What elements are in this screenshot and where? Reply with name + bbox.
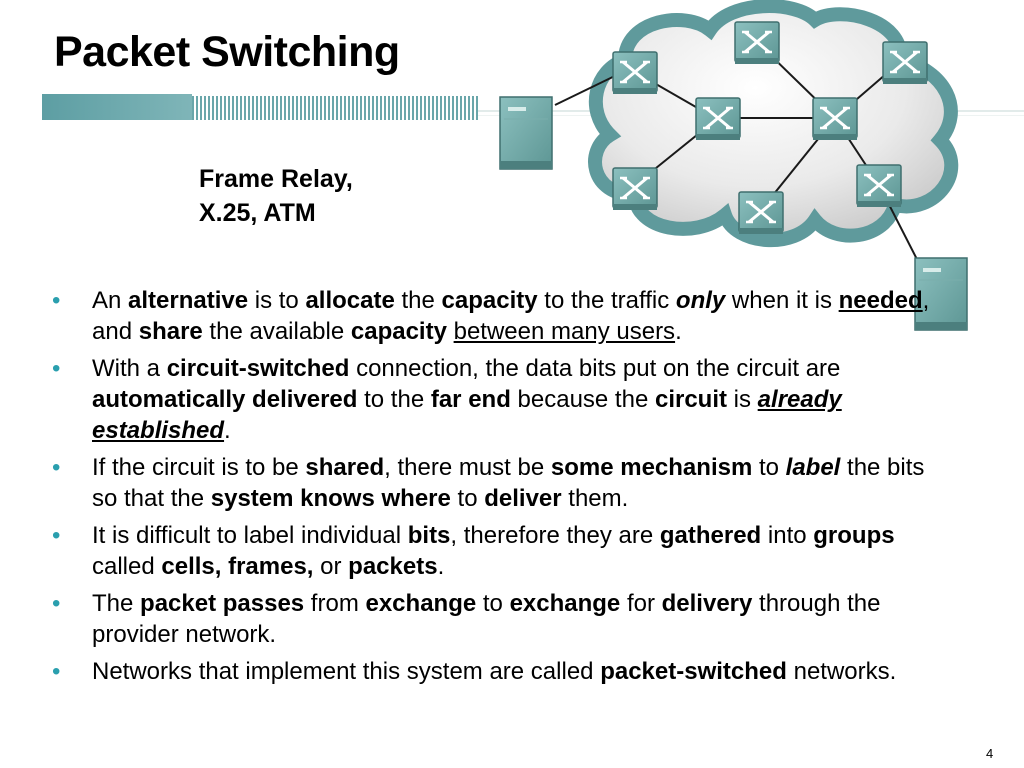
caption-line-1: Frame Relay, [199,165,353,193]
bullet-text-segment: Networks that implement this system are … [92,658,601,685]
bullet-item: • An alternative is to allocate the capac… [52,285,942,347]
bullet-text-segment: the available [202,318,351,345]
bullet-text-segment: It is difficult to label individual [92,522,408,549]
bullet-dot-icon: • [52,522,61,549]
bullet-item: • Networks that implement this system are… [52,656,942,687]
bullet-text-segment: If the circuit is to be [92,454,306,481]
bullet-text-segment: With a [92,355,167,382]
bullet-item: • With a circuit-switched connection, the… [52,353,942,446]
bullet-dot-icon: • [52,454,61,481]
bullet-text-segment [447,318,454,345]
bullet-text-segment: between many users [453,318,676,345]
bullet-text-segment: to [476,590,510,617]
bullet-text-segment: needed [838,287,923,314]
switch-icon [694,96,742,142]
packet-network-diagram [499,0,968,331]
bullet-text-segment: from [304,590,366,617]
bullet-text-segment: cells, frames, [161,553,314,580]
bullet-text-segment: some mechanism [550,454,753,481]
bullet-text-segment: for [620,590,662,617]
bullet-dot-icon: • [52,590,61,617]
bullet-text-segment: circuit-switched [166,355,350,382]
decorative-stripe-bar [42,94,478,120]
bullet-text-segment: label [785,454,841,481]
bullet-text-segment: is [727,386,758,413]
bullet-text-segment: groups [813,522,895,549]
bullet-text-segment: into [761,522,814,549]
slide-number: 4 [986,746,994,761]
bullet-text-segment: deliver [484,485,562,512]
bullet-text-segment: . [675,318,682,345]
bullet-text-segment: . [437,553,445,580]
bullet-text-segment: only [675,287,726,314]
bullet-text-segment: to [752,454,786,481]
bullet-text-segment: already established [92,386,842,444]
bullet-text-segment: when it is [725,287,839,314]
bullet-text-segment: . [224,417,231,444]
bullet-text-segment: networks. [786,658,897,685]
switch-icon [855,163,903,209]
bullet-text-segment: called [92,553,162,580]
bullet-text-segment: packets [348,553,438,580]
bullet-text-segment: the [394,287,442,314]
bullet-text-segment: the bits so that the [92,454,925,512]
bullet-text-segment: connection, the data bits put on the cir… [349,355,841,382]
bullet-list: • An alternative is to allocate the capac… [52,285,942,693]
bullet-text-segment: to the traffic [537,287,676,314]
bullet-text-segment: far end [430,386,511,413]
bullet-text-segment: system knows where [210,485,451,512]
bullet-text-segment: gathered [659,522,762,549]
bullet-text-segment: , there must be [384,454,551,481]
switch-icon [733,20,781,66]
bullet-text-segment: , and [92,287,930,345]
bullet-item: • The packet passes from exchange to exch… [52,588,942,650]
switch-icon [881,40,929,86]
bullet-text-segment: or [313,553,349,580]
bullet-text-segment: packet-switched [600,658,787,685]
bullet-text-segment: capacity [441,287,538,314]
bullet-text-segment: to the [357,386,431,413]
network-types-caption: Frame Relay, X.25, ATM [199,162,353,230]
bullet-text-segment: capacity [350,318,447,345]
switch-icon [611,50,659,96]
bullet-dot-icon: • [52,355,61,382]
bullet-text-segment: them. [561,485,629,512]
bullet-text-segment: circuit [654,386,727,413]
bullet-text-segment: exchange [509,590,621,617]
bullet-text-segment: An [92,287,129,314]
bullet-text-segment: delivery [661,590,753,617]
bullet-text-segment: share [138,318,203,345]
bullet-text-segment: is to [248,287,306,314]
bullet-text-segment: exchange [365,590,477,617]
bullet-text-segment: because the [510,386,655,413]
bullet-text-segment: automatically delivered [92,386,358,413]
bullet-text-segment: The [92,590,141,617]
bullet-text-segment: shared [305,454,385,481]
bullet-text-segment: through the provider network. [92,590,881,648]
bullet-text-segment: packet passes [140,590,305,617]
bullet-dot-icon: • [52,287,61,314]
bullet-item: • If the circuit is to be shared, there m… [52,452,942,514]
switch-icon [611,166,659,212]
bullet-text-segment: bits [407,522,451,549]
bullet-text-segment: alternative [128,287,249,314]
switch-icon [811,96,859,142]
switch-icon [737,190,785,236]
bullet-item: • It is difficult to label individual bit… [52,520,942,582]
bullet-text-segment: allocate [305,287,395,314]
server-icon [499,96,553,170]
slide-title: Packet Switching [54,28,400,76]
bullet-text-segment: to [450,485,485,512]
bullet-dot-icon: • [52,658,61,685]
caption-line-2: X.25, ATM [199,199,316,227]
bullet-text-segment: , therefore they are [450,522,660,549]
